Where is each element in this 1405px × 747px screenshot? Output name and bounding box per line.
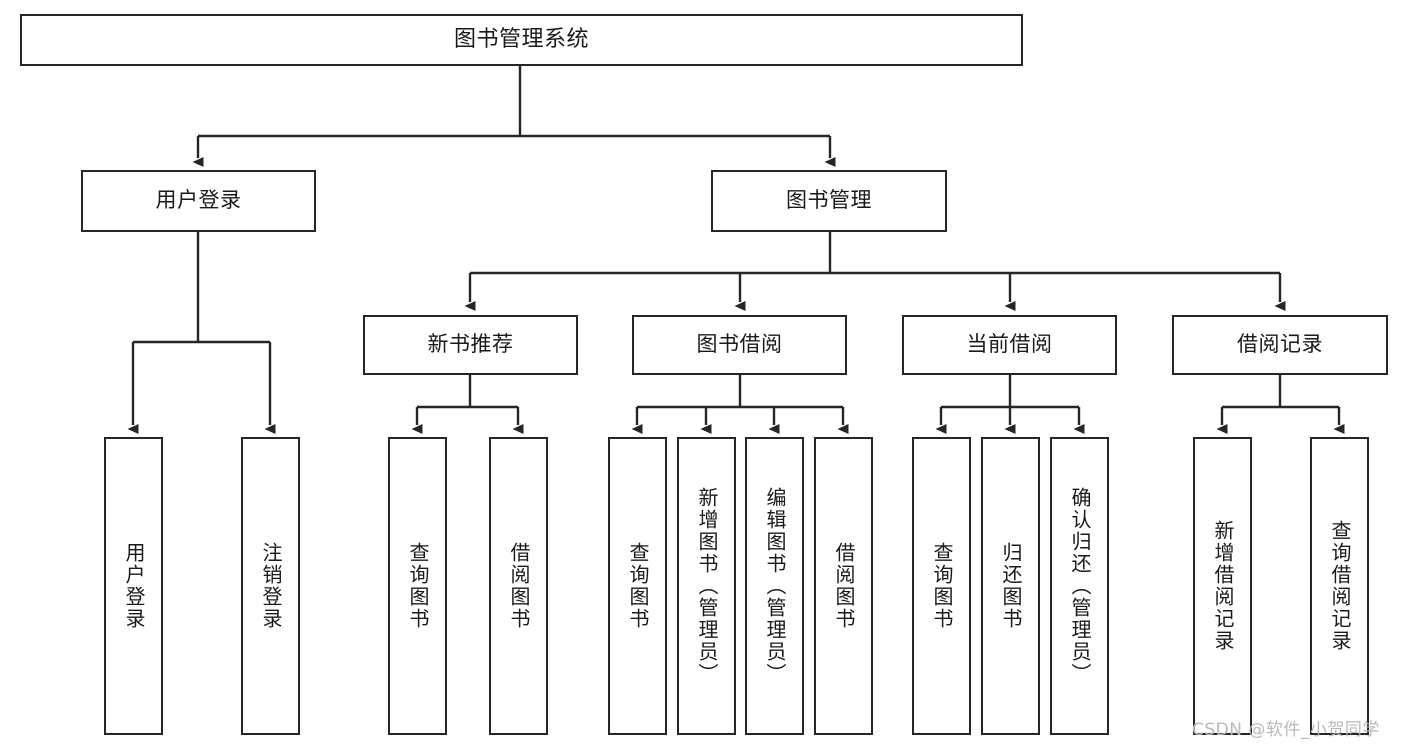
node-label: 编辑图书（管理员）: [763, 487, 787, 685]
node-book-borrow[interactable]: 图书借阅: [632, 315, 847, 375]
node-leaf-add-book-admin[interactable]: 新增图书（管理员）: [677, 437, 736, 735]
node-leaf-borrow-book-2[interactable]: 借阅图书: [814, 437, 873, 735]
node-label: 确认归还（管理员）: [1068, 487, 1092, 685]
node-label: 借阅记录: [1237, 332, 1323, 357]
node-current-borrow[interactable]: 当前借阅: [902, 315, 1117, 375]
node-leaf-add-borrow-record[interactable]: 新增借阅记录: [1193, 437, 1252, 735]
node-leaf-edit-book-admin[interactable]: 编辑图书（管理员）: [745, 437, 804, 735]
node-label: 图书管理: [786, 188, 872, 213]
node-leaf-user-login[interactable]: 用户登录: [104, 437, 163, 735]
node-label: 新增借阅记录: [1211, 520, 1235, 652]
node-label: 借阅图书: [832, 542, 856, 630]
node-label: 图书管理系统: [453, 26, 589, 52]
node-leaf-confirm-return-admin[interactable]: 确认归还（管理员）: [1050, 437, 1109, 735]
node-label: 注销登录: [259, 542, 283, 630]
node-label: 查询图书: [406, 542, 430, 630]
node-label: 查询图书: [930, 542, 954, 630]
node-leaf-query-book-1[interactable]: 查询图书: [388, 437, 447, 735]
node-label: 图书借阅: [696, 332, 783, 357]
node-leaf-query-book-2[interactable]: 查询图书: [608, 437, 667, 735]
node-label: 归还图书: [999, 542, 1023, 630]
node-user-login[interactable]: 用户登录: [81, 170, 316, 232]
node-label: 查询借阅记录: [1328, 520, 1352, 652]
node-label: 新增图书（管理员）: [695, 487, 719, 685]
node-label: 当前借阅: [966, 332, 1053, 357]
node-label: 新书推荐: [427, 332, 514, 357]
node-leaf-logout[interactable]: 注销登录: [241, 437, 300, 735]
node-label: 查询图书: [626, 542, 650, 630]
node-label: 用户登录: [155, 188, 242, 213]
node-borrow-record[interactable]: 借阅记录: [1172, 315, 1388, 375]
node-leaf-query-book-3[interactable]: 查询图书: [912, 437, 971, 735]
node-label: 借阅图书: [507, 542, 531, 630]
node-leaf-query-borrow-record[interactable]: 查询借阅记录: [1310, 437, 1369, 735]
node-leaf-return-book[interactable]: 归还图书: [981, 437, 1040, 735]
node-new-book-recommend[interactable]: 新书推荐: [363, 315, 578, 375]
node-root-system[interactable]: 图书管理系统: [20, 14, 1023, 66]
node-book-management[interactable]: 图书管理: [711, 170, 947, 232]
node-leaf-borrow-book-1[interactable]: 借阅图书: [489, 437, 548, 735]
node-label: 用户登录: [122, 542, 146, 630]
